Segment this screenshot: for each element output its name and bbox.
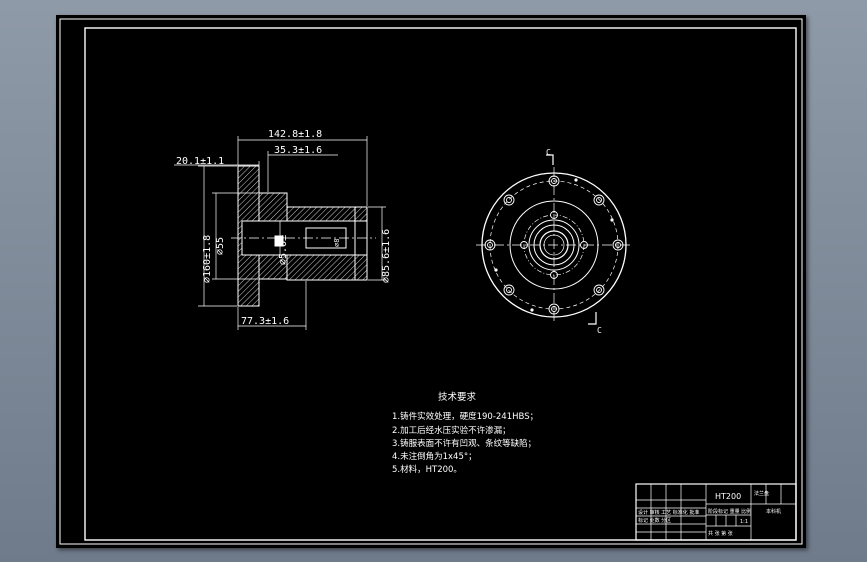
tech-item-5: 5.材料，HT200。	[392, 464, 462, 475]
title-left-row1: 设计 审核 工艺 标准化 批准	[638, 509, 699, 516]
body-bottom-wall	[286, 254, 368, 281]
title-school: 本科机	[766, 508, 781, 515]
tech-requirements: 技术要求 1.铸件实效处理，硬度190-241HBS； 2.加工后经水压实验不许…	[392, 391, 538, 475]
title-left-row2: 标记 处数 分区	[638, 517, 671, 524]
section-label-top: C	[546, 148, 551, 157]
outer-border	[59, 18, 803, 545]
tech-item-2: 2.加工后经水压实验不许渗漏；	[392, 425, 511, 436]
title-scale: 1:1	[740, 519, 748, 525]
bolt-hole	[503, 194, 515, 206]
dim-flange-thickness: 20.1±1.1	[176, 156, 224, 167]
section-note: ⌀8	[333, 239, 341, 247]
title-material: HT200	[715, 492, 741, 501]
bolt-hole	[548, 175, 560, 187]
front-section-view	[231, 165, 376, 307]
front-dimension-text: 142.8±1.8 35.3±1.6 20.1±1.1 ⌀160±1.8 ⌀55…	[176, 129, 392, 327]
side-view	[476, 154, 632, 325]
tech-title: 技术要求	[438, 391, 477, 403]
dim-pilot-diameter: ⌀55	[215, 237, 226, 255]
inner-border	[84, 27, 797, 541]
bolt-hole	[593, 194, 605, 206]
section-marker-top	[546, 154, 554, 165]
bolt-hole	[593, 284, 605, 296]
drawing-sheet: 142.8±1.8 35.3±1.6 20.1±1.1 ⌀160±1.8 ⌀55…	[56, 15, 806, 548]
inner-hole	[550, 211, 558, 219]
section-label-bottom: C	[597, 326, 602, 335]
bolt-hole	[612, 239, 624, 251]
inner-bolt-holes	[520, 211, 588, 279]
tech-item-3: 3.铸服表面不许有凹观、条纹等缺陷；	[392, 438, 536, 449]
dim-bore-diameter: ⌀5.6±	[278, 235, 289, 265]
boss-end	[354, 206, 368, 281]
inner-hole	[520, 241, 528, 249]
title-mid-row1: 阶段标记 重量 比例	[708, 508, 751, 515]
title-part-name: 法兰盘	[754, 490, 769, 497]
dim-flange-diameter: ⌀160±1.8	[202, 235, 213, 283]
inner-hole	[580, 241, 588, 249]
title-block	[635, 483, 797, 541]
keyway-mark	[274, 235, 284, 247]
tech-item-4: 4.未注倒角为1x45°；	[392, 451, 477, 462]
dim-bottom-length: 77.3±1.6	[241, 316, 289, 327]
inner-hole	[550, 271, 558, 279]
dim-boss-diameter: ⌀85.6±1.6	[381, 229, 392, 283]
outer-bolt-holes	[484, 175, 624, 315]
tech-item-1: 1.铸件实效处理，硬度190-241HBS；	[392, 411, 538, 422]
front-dimensions	[174, 136, 386, 330]
title-mid-row2: 共 张 第 张	[708, 530, 733, 537]
drawing-canvas: 142.8±1.8 35.3±1.6 20.1±1.1 ⌀160±1.8 ⌀55…	[59, 18, 803, 545]
dim-step-length: 35.3±1.6	[274, 145, 322, 156]
section-marker-bottom	[588, 312, 597, 325]
bolt-hole	[484, 239, 496, 251]
bolt-hole	[548, 303, 560, 315]
bolt-hole	[503, 284, 515, 296]
dim-overall-length: 142.8±1.8	[268, 129, 322, 140]
rim-holes	[494, 178, 614, 312]
